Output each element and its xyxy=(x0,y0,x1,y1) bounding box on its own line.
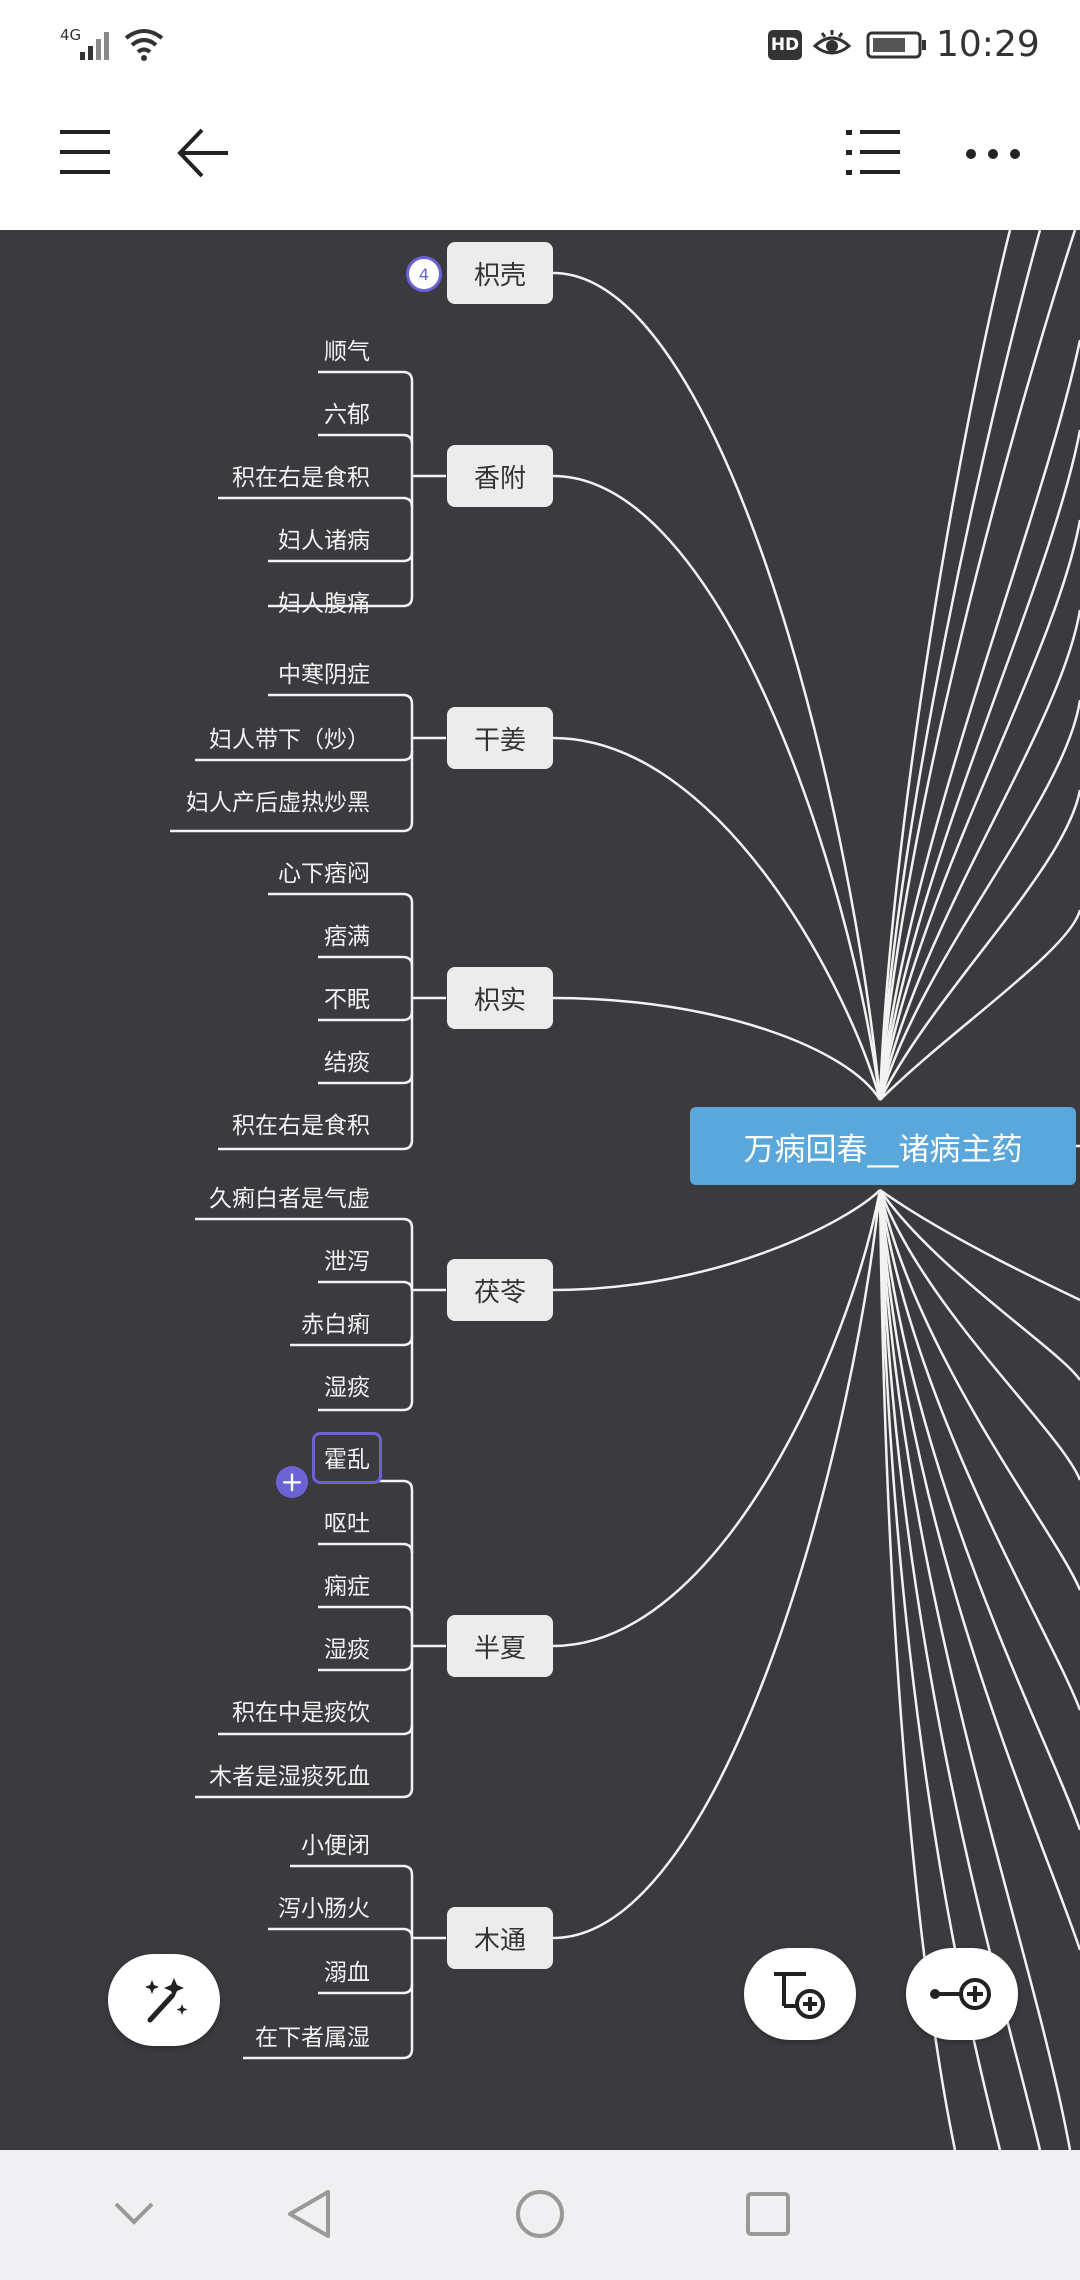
leaf-topic[interactable]: 木者是湿痰死血 xyxy=(209,1764,370,1790)
hd-badge: HD xyxy=(768,30,802,60)
chevron-down-icon[interactable] xyxy=(112,2198,156,2228)
leaf-topic-selected[interactable]: 霍乱 xyxy=(324,1447,370,1473)
system-nav-bar xyxy=(0,2150,1080,2280)
leaf-topic[interactable]: 小便闭 xyxy=(301,1833,370,1859)
branch-topic[interactable]: 干姜 xyxy=(447,707,553,769)
mindmap-connectors xyxy=(170,230,1080,2150)
branch-topic[interactable]: 半夏 xyxy=(447,1615,553,1677)
battery-icon xyxy=(866,30,928,60)
leaf-topic[interactable]: 泄泻 xyxy=(324,1249,370,1275)
leaf-topic[interactable]: 中寒阴症 xyxy=(278,662,370,688)
leaf-topic[interactable]: 呕吐 xyxy=(324,1511,370,1537)
leaf-topic[interactable]: 在下者属湿 xyxy=(255,2025,370,2051)
leaf-topic[interactable]: 妇人诸病 xyxy=(278,528,370,554)
magic-wand-icon xyxy=(145,1978,188,2023)
leaf-topic[interactable]: 不眠 xyxy=(324,987,370,1013)
selected-topic-outline[interactable] xyxy=(312,1432,382,1484)
leaf-topic[interactable]: 痞满 xyxy=(324,924,370,950)
app-toolbar xyxy=(0,90,1080,230)
branch-topic[interactable]: 木通 xyxy=(447,1907,553,1969)
back-arrow-icon[interactable] xyxy=(176,126,232,180)
branch-topic[interactable]: 香附 xyxy=(447,445,553,507)
eye-comfort-icon xyxy=(812,28,852,62)
leaf-topic[interactable]: 积在右是食积 xyxy=(232,465,370,491)
outline-list-icon[interactable] xyxy=(846,126,902,180)
hamburger-menu-icon[interactable] xyxy=(58,126,112,180)
add-subtopic-button[interactable] xyxy=(744,1948,856,2040)
branch-topic[interactable]: 枳实 xyxy=(447,967,553,1029)
leaf-topic[interactable]: 六郁 xyxy=(324,402,370,428)
add-topic-icon xyxy=(930,1978,991,2010)
leaf-topic[interactable]: 积在右是食积 xyxy=(232,1113,370,1139)
status-bar: 4G HD 10:29 xyxy=(0,0,1080,90)
leaf-topic[interactable]: 湿痰 xyxy=(324,1637,370,1663)
leaf-topic[interactable]: 痫症 xyxy=(324,1574,370,1600)
circle-home-icon[interactable] xyxy=(514,2188,566,2240)
magic-wand-button[interactable] xyxy=(108,1954,220,2046)
leaf-topic[interactable]: 泻小肠火 xyxy=(278,1896,370,1922)
signal-icon: 4G xyxy=(58,24,158,64)
leaf-topic[interactable]: 妇人产后虚热炒黑 xyxy=(186,790,370,816)
wifi-icon xyxy=(122,26,166,62)
triangle-back-icon[interactable] xyxy=(286,2188,332,2240)
add-topic-button[interactable] xyxy=(906,1948,1018,2040)
leaf-topic[interactable]: 湿痰 xyxy=(324,1375,370,1401)
add-subtopic-icon xyxy=(774,1972,825,2019)
leaf-topic[interactable]: 积在中是痰饮 xyxy=(232,1700,370,1726)
more-dots-icon[interactable] xyxy=(966,146,1020,162)
branch-topic[interactable]: 茯苓 xyxy=(447,1259,553,1321)
branch-topic[interactable]: 枳壳 xyxy=(447,242,553,304)
leaf-topic[interactable]: 久痢白者是气虚 xyxy=(209,1186,370,1212)
leaf-topic[interactable]: 妇人腹痛 xyxy=(278,591,370,617)
collapsed-count-badge[interactable]: 4 xyxy=(406,256,442,292)
clock: 10:29 xyxy=(936,24,1040,65)
mindmap-canvas[interactable]: 万病回春__诸病主药 4 枳壳 香附 顺气 六郁 积在右是食积 妇人诸病 妇人腹… xyxy=(0,230,1080,2150)
add-child-plus-icon[interactable]: + xyxy=(276,1466,308,1498)
root-topic[interactable]: 万病回春__诸病主药 xyxy=(690,1107,1076,1185)
network-type: 4G xyxy=(60,26,81,44)
leaf-topic[interactable]: 妇人带下（炒） xyxy=(209,727,370,753)
leaf-topic[interactable]: 赤白痢 xyxy=(301,1312,370,1338)
leaf-topic[interactable]: 结痰 xyxy=(324,1050,370,1076)
leaf-topic[interactable]: 溺血 xyxy=(324,1960,370,1986)
leaf-topic[interactable]: 顺气 xyxy=(324,339,370,365)
square-recent-icon[interactable] xyxy=(744,2190,792,2238)
leaf-topic[interactable]: 心下痞闷 xyxy=(278,861,370,887)
